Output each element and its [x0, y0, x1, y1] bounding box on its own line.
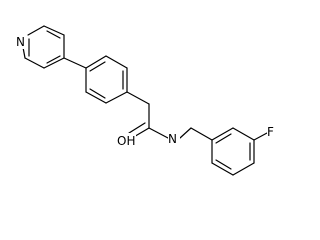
benzyl-bond [190, 127, 213, 141]
amide-nitrogen-label: N [168, 132, 177, 146]
structure-canvas: N OH N F [16, 25, 274, 176]
c-f-bond [253, 132, 268, 141]
fluorine-label: F [267, 125, 274, 139]
pyridine-ring [21, 25, 65, 69]
fluorophenyl-ring [211, 127, 255, 176]
n-methylene-bond [179, 127, 192, 139]
hydroxyl-oxygen-label: OH [117, 134, 135, 148]
central-phenyl-ring [85, 55, 128, 104]
pyridine-nitrogen-label: N [16, 35, 25, 49]
methylene-bond [126, 91, 150, 105]
biaryl-bond [63, 57, 87, 69]
amide-bond [148, 127, 169, 139]
molecule-diagram: N OH N F [16, 25, 274, 176]
